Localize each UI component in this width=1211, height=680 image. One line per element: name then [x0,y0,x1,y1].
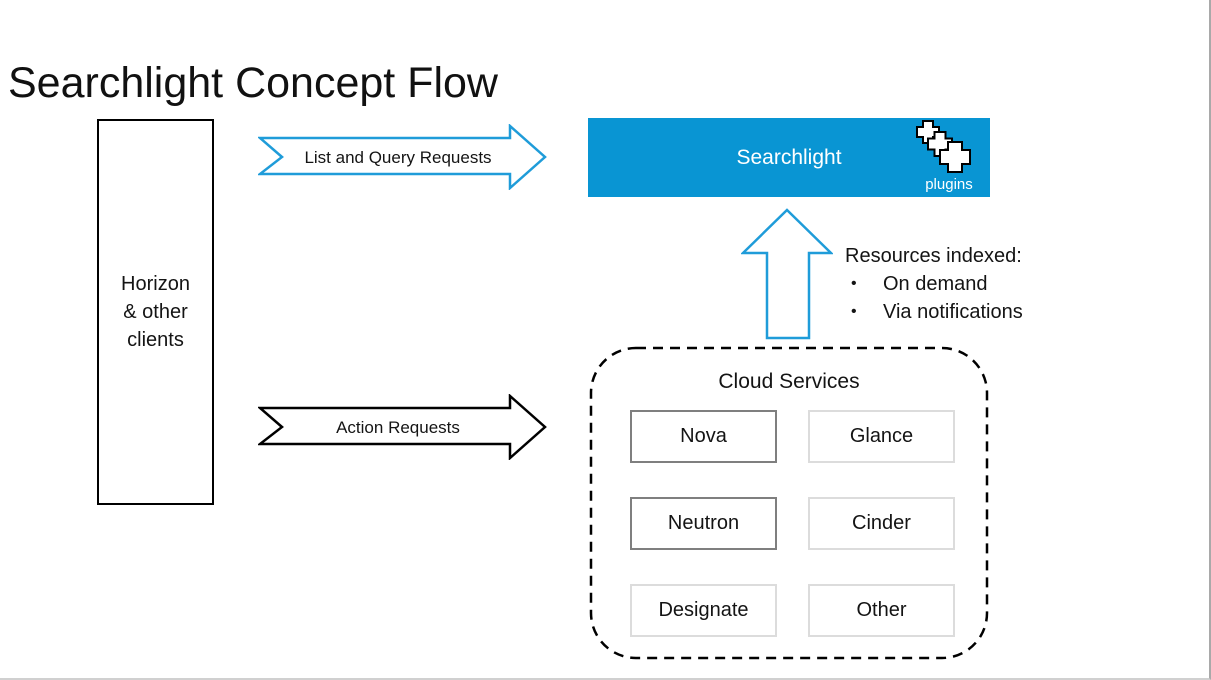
service-label: Other [856,599,907,621]
plugins-icon [916,120,971,173]
bullet-icon: • [851,275,857,292]
list-query-arrow: List and Query Requests [258,124,547,190]
service-label: Nova [680,425,727,447]
service-box-neutron: Neutron [630,497,777,550]
resources-heading: Resources indexed: [845,245,1022,267]
cloud-services-title: Cloud Services [718,370,860,393]
resources-item-label: Via notifications [883,301,1023,323]
clients-line: clients [127,329,184,351]
clients-line: & other [123,301,188,323]
service-label: Cinder [852,512,911,534]
service-box-cinder: Cinder [808,497,955,550]
resources-note: Resources indexed: • On demand • Via not… [845,242,1023,326]
list-query-arrow-label: List and Query Requests [304,148,491,167]
searchlight-label: Searchlight [736,145,842,169]
service-box-other: Other [808,584,955,637]
resources-item-label: On demand [883,273,988,295]
searchlight-box: Searchlight [588,118,990,197]
resources-item: • Via notifications [845,298,1023,326]
service-box-glance: Glance [808,410,955,463]
service-label: Neutron [667,512,740,534]
plugins-label: plugins [925,176,973,193]
service-box-nova: Nova [630,410,777,463]
service-label: Glance [849,425,914,447]
service-label: Designate [658,599,749,621]
horizon-clients-box: Horizon & other clients [97,119,214,505]
index-up-arrow [741,208,833,340]
service-box-designate: Designate [630,584,777,637]
cloud-services-container [589,346,989,660]
clients-line: Horizon [121,273,190,295]
bullet-icon: • [851,303,857,320]
page-title: Searchlight Concept Flow [8,59,498,107]
action-arrow: Action Requests [258,394,547,460]
action-arrow-label: Action Requests [336,418,460,437]
resources-item: • On demand [845,270,1023,298]
